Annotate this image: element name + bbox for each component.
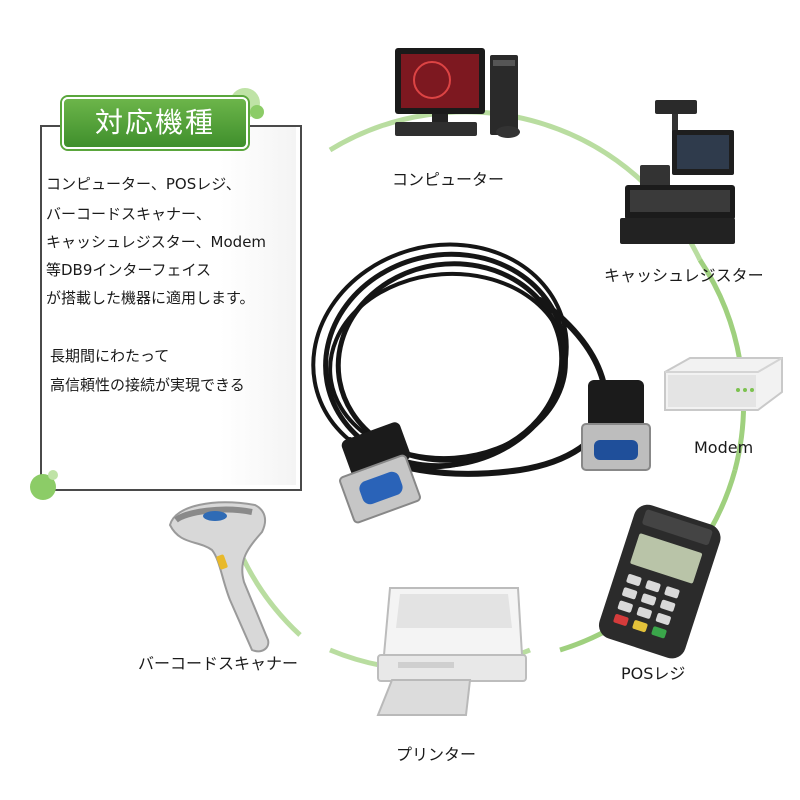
db9-female-connector xyxy=(339,422,421,524)
panel-line-5: が搭載した機器に適用します。 xyxy=(46,289,255,307)
label-printer: プリンター xyxy=(396,745,477,764)
label-barcode-scanner: バーコードスキャナー xyxy=(138,654,299,673)
db9-male-connector xyxy=(581,380,651,471)
decor-dot-top-right-small xyxy=(250,105,264,119)
decor-dot-bottom-left-small xyxy=(48,470,58,480)
label-cash-register: キャッシュレジスター xyxy=(604,266,764,285)
cash-register-icon xyxy=(620,100,735,244)
printer-icon xyxy=(376,587,527,716)
panel-line-4: 等DB9インターフェイス xyxy=(46,261,212,279)
pos-terminal-icon xyxy=(598,504,721,659)
title-badge xyxy=(62,97,248,149)
panel-note-1: 長期間にわたって xyxy=(50,347,170,365)
label-modem: Modem xyxy=(694,438,754,457)
db9-cable-icon xyxy=(311,242,613,477)
barcode-scanner-icon xyxy=(168,501,270,653)
info-panel-background xyxy=(42,127,296,485)
panel-line-3: キャッシュレジスター、Modem xyxy=(46,233,267,251)
panel-line-1: コンピューター、POSレジ、 xyxy=(46,175,241,193)
panel-note-2: 高信頼性の接続が実現できる xyxy=(50,376,245,394)
panel-title: 対応機種 xyxy=(94,106,215,139)
label-pos: POSレジ xyxy=(621,664,686,683)
modem-icon xyxy=(664,357,783,411)
panel-line-2: バーコードスキャナー、 xyxy=(46,205,211,223)
computer-icon xyxy=(395,48,520,138)
label-computer: コンピューター xyxy=(392,170,505,189)
